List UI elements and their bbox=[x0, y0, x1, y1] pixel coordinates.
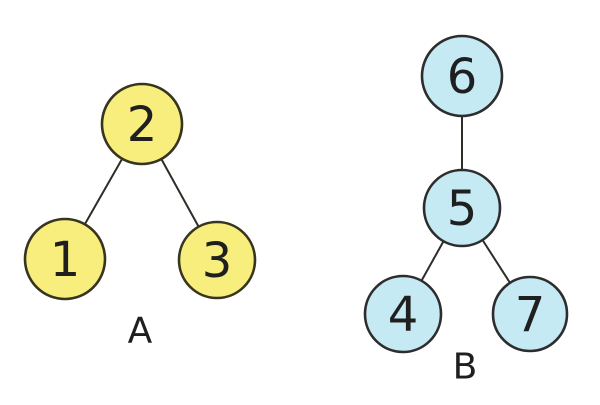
node-label: 2 bbox=[127, 97, 158, 153]
node-label: 7 bbox=[515, 287, 546, 343]
node-circle bbox=[491, 275, 569, 353]
node-circle bbox=[422, 168, 502, 248]
node-circle bbox=[100, 82, 184, 166]
tree-edge bbox=[160, 158, 200, 228]
node-circle bbox=[23, 217, 107, 301]
tree-B: 6 54 7B bbox=[363, 34, 569, 388]
tree-A: 2 1 3A bbox=[23, 82, 257, 352]
tree-node: 6 bbox=[420, 34, 504, 118]
tree-node: 7 bbox=[491, 275, 569, 353]
node-circle bbox=[363, 274, 443, 354]
tree-caption: A bbox=[128, 311, 153, 352]
node-circle bbox=[420, 34, 504, 118]
node-circle bbox=[177, 220, 257, 300]
tree-node: 4 bbox=[363, 274, 443, 354]
tree-node: 3 bbox=[177, 220, 257, 300]
tree-node: 1 bbox=[23, 217, 107, 301]
node-label: 1 bbox=[50, 232, 81, 288]
tree-node: 2 bbox=[100, 82, 184, 166]
tree-node: 5 bbox=[422, 168, 502, 248]
node-label: 3 bbox=[202, 233, 233, 289]
tree-edge bbox=[83, 157, 124, 226]
tree-edge bbox=[420, 240, 445, 282]
node-label: 5 bbox=[447, 181, 478, 237]
tree-caption: B bbox=[453, 347, 478, 388]
tree-edge bbox=[481, 238, 512, 284]
node-label: 6 bbox=[447, 49, 478, 105]
node-label: 4 bbox=[388, 287, 419, 343]
